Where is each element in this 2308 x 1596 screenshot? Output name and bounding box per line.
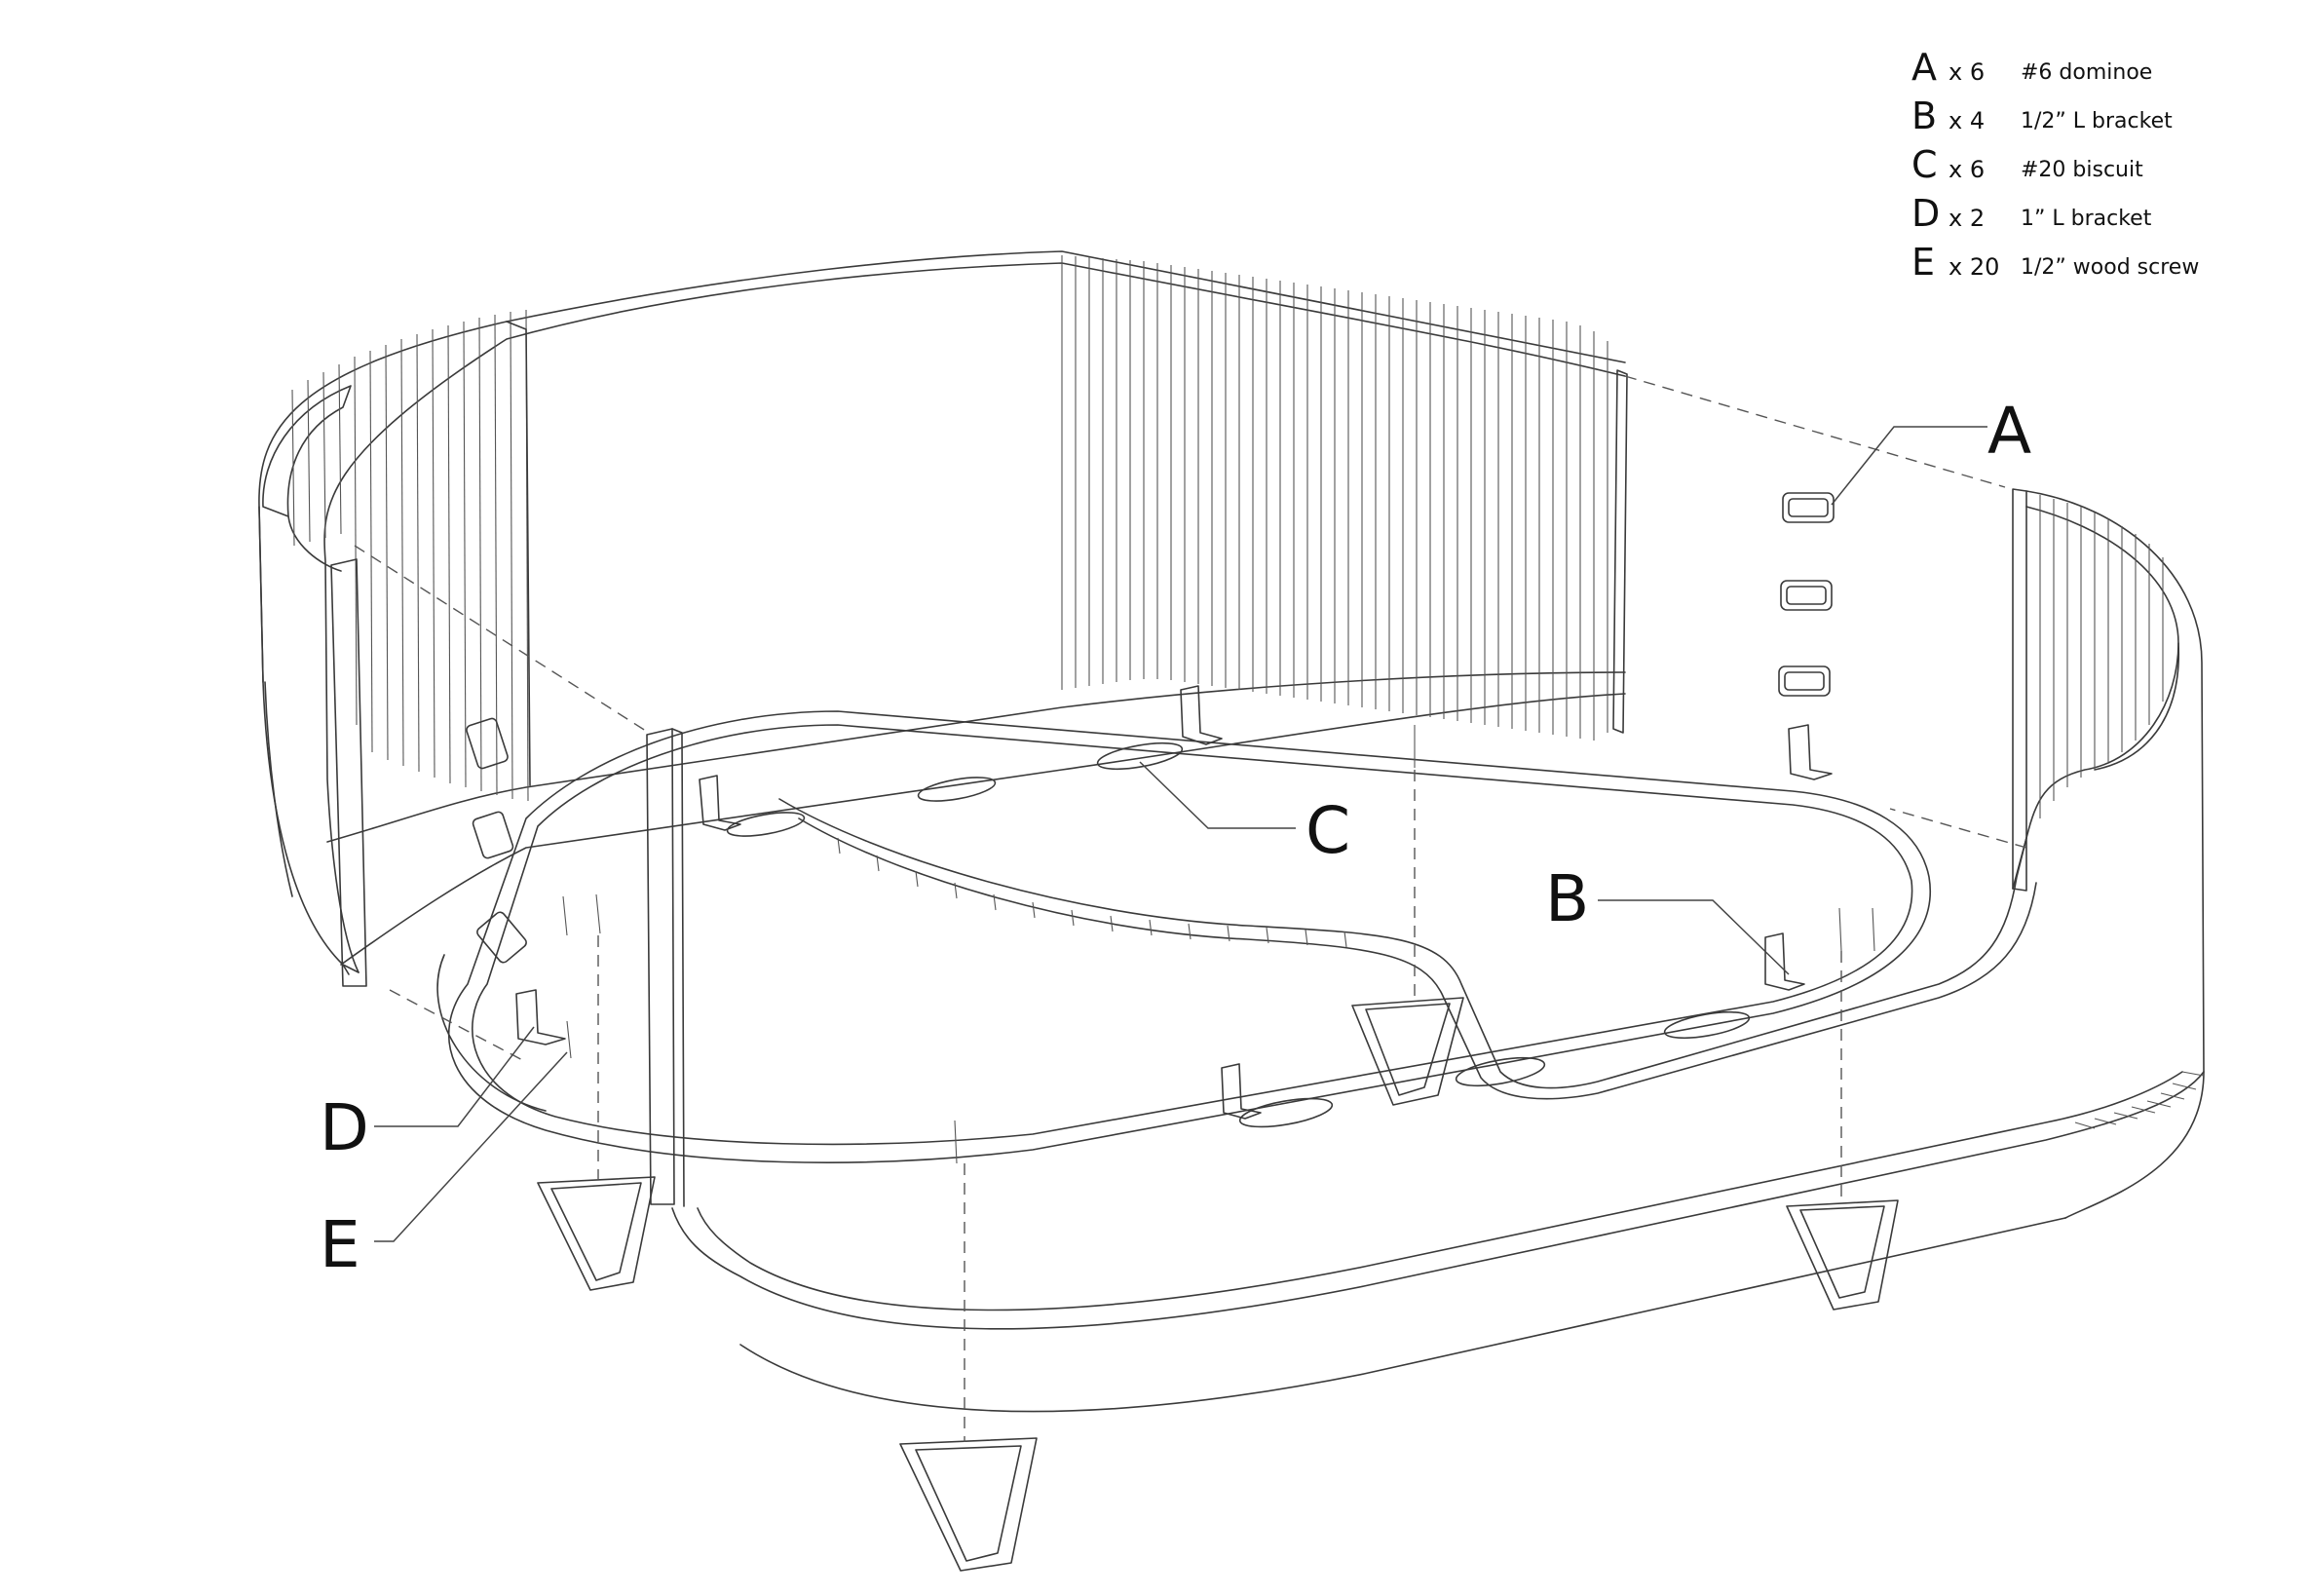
- upper-wall: [258, 250, 1628, 987]
- foot-left: [537, 1176, 656, 1291]
- domino-pieces: [466, 492, 1835, 964]
- l-brackets: [515, 685, 1833, 1120]
- parts-legend: A x 6 #6 dominoe B x 4 1/2” L bracket C …: [1911, 46, 2199, 284]
- right-wall: [671, 488, 2205, 1413]
- legend-row-d: D x 2 1” L bracket: [1911, 192, 2152, 235]
- legend-qty: x 6: [1949, 156, 1985, 183]
- biscuit: [1238, 1097, 1334, 1128]
- callout-b: B: [1545, 861, 1790, 975]
- domino-a2: [1780, 580, 1833, 611]
- legend-row-e: E x 20 1/2” wood screw: [1911, 241, 2199, 284]
- l-bracket: [1788, 724, 1833, 780]
- base-ring: [436, 710, 1931, 1163]
- l-bracket: [1764, 932, 1805, 991]
- callout-label-d: D: [320, 1090, 369, 1165]
- legend-desc: #6 dominoe: [2021, 60, 2152, 85]
- l-bracket: [1180, 685, 1223, 745]
- callout-e: E: [320, 1051, 568, 1282]
- legend-desc: #20 biscuit: [2021, 158, 2143, 182]
- legend-letter: E: [1911, 241, 1935, 284]
- legend-qty: x 20: [1949, 253, 1999, 281]
- callout-label-e: E: [320, 1207, 360, 1282]
- legend-qty: x 4: [1949, 107, 1985, 134]
- callout-label-b: B: [1545, 861, 1589, 936]
- legend-letter: B: [1911, 95, 1937, 137]
- biscuit: [1663, 1010, 1751, 1040]
- biscuit: [917, 777, 997, 802]
- callout-d: D: [320, 1026, 535, 1165]
- legend-desc: 1/2” L bracket: [2021, 109, 2173, 133]
- biscuit: [726, 812, 806, 837]
- alignment-lines: [354, 375, 2027, 1442]
- biscuit-pieces: [726, 741, 1751, 1128]
- callout-c: C: [1139, 761, 1350, 868]
- biscuit: [1455, 1056, 1546, 1087]
- callout-a: A: [1831, 394, 2031, 506]
- domino-a3: [1778, 665, 1831, 697]
- l-bracket: [699, 775, 741, 831]
- legend-letter: D: [1911, 192, 1940, 235]
- inner-recess: [778, 798, 2037, 1100]
- biscuit: [1096, 741, 1184, 771]
- foot-front-center: [1351, 997, 1464, 1106]
- legend-letter: C: [1911, 143, 1938, 186]
- domino-a5: [472, 811, 514, 859]
- legend-qty: x 6: [1949, 58, 1985, 86]
- callout-label-c: C: [1305, 793, 1350, 868]
- domino-a6: [476, 911, 527, 964]
- foot-right: [1786, 1199, 1899, 1311]
- l-bracket: [1221, 1063, 1262, 1120]
- foot-bottom: [899, 1437, 1038, 1572]
- domino-a4: [466, 717, 509, 770]
- legend-row-c: C x 6 #20 biscuit: [1911, 143, 2143, 186]
- tapered-feet: [537, 997, 1899, 1572]
- legend-desc: 1” L bracket: [2021, 207, 2152, 231]
- callout-label-a: A: [1987, 394, 2031, 469]
- legend-row-b: B x 4 1/2” L bracket: [1911, 95, 2173, 137]
- legend-desc: 1/2” wood screw: [2021, 255, 2199, 280]
- wood-screws: [562, 725, 1875, 1164]
- domino-a1: [1782, 492, 1835, 523]
- legend-row-a: A x 6 #6 dominoe: [1911, 46, 2152, 89]
- legend-letter: A: [1911, 46, 1937, 89]
- l-bracket: [515, 989, 566, 1045]
- legend-qty: x 2: [1949, 205, 1985, 232]
